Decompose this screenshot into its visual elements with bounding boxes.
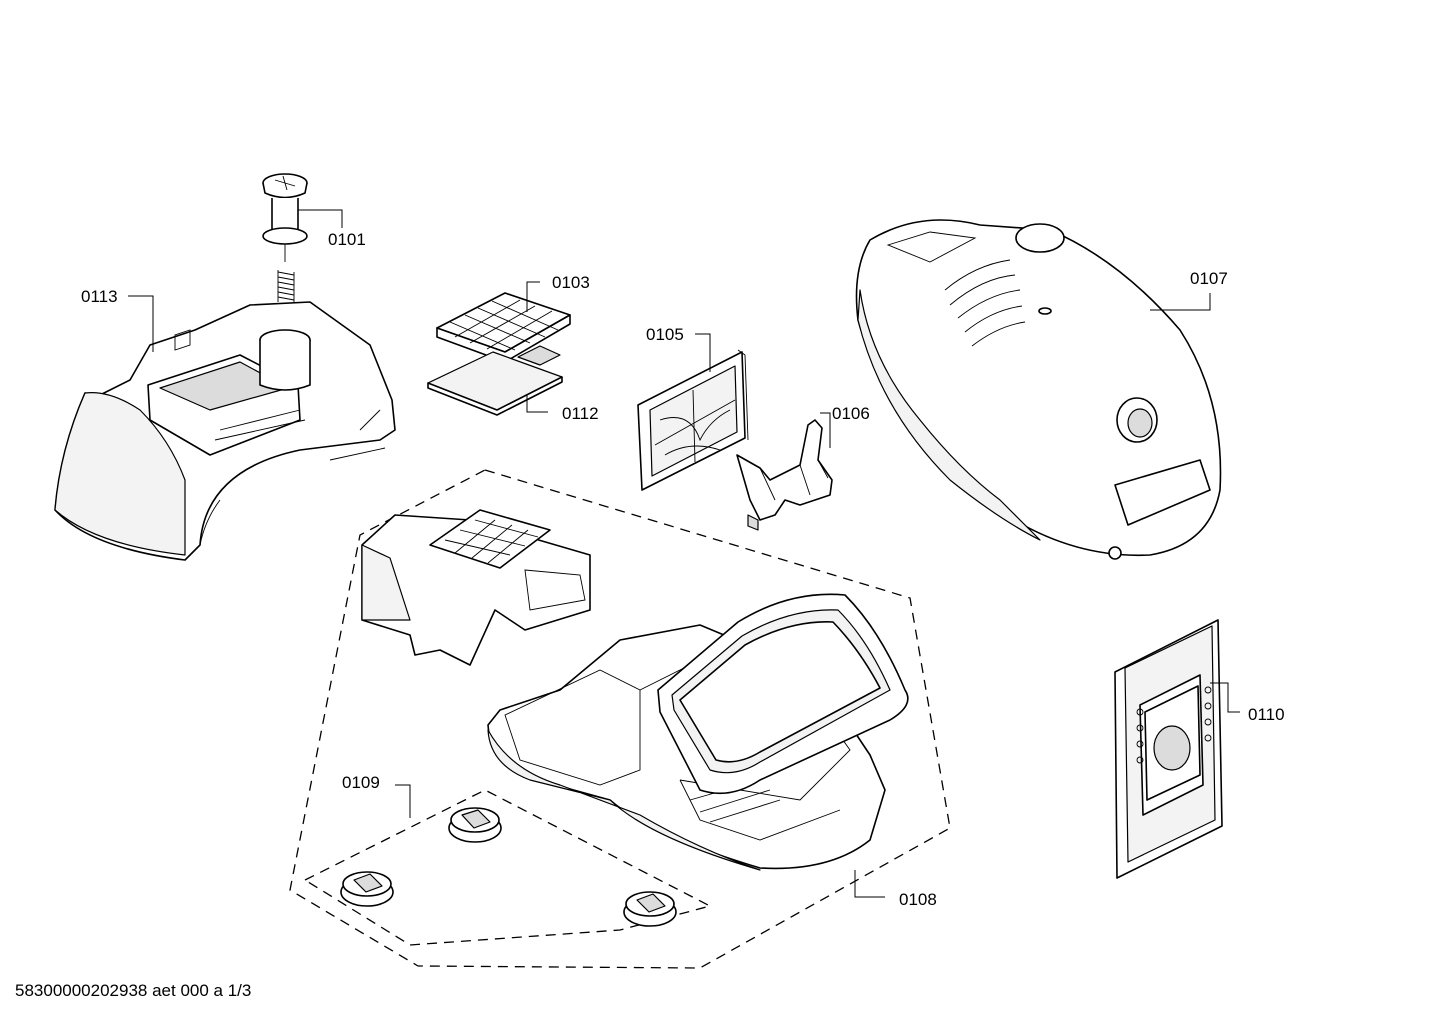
part-0113-front-housing (54, 301, 396, 561)
label-0108: 0108 (899, 890, 937, 909)
assembly-0108-outline (289, 469, 951, 969)
label-0101: 0101 (328, 230, 366, 249)
label-0106: 0106 (832, 404, 870, 423)
label-0103: 0103 (552, 273, 590, 292)
part-0109-foot-a (448, 807, 502, 843)
part-0109-foot-b (340, 871, 394, 907)
leader-lines (128, 209, 1240, 898)
label-0107: 0107 (1190, 269, 1228, 288)
part-0107-top-cover (855, 219, 1222, 560)
document-footer-id: 58300000202938 aet 000 a 1/3 (15, 981, 252, 1000)
part-0105-grille (637, 349, 749, 491)
label-0109: 0109 (342, 773, 380, 792)
part-0101-knob (262, 173, 308, 262)
label-0112: 0112 (562, 404, 599, 423)
part-labels: 0101 0113 0103 0112 0105 0106 0107 0110 … (81, 230, 1285, 909)
assembly-gasket (657, 593, 909, 795)
label-0105: 0105 (646, 325, 684, 344)
label-0110: 0110 (1248, 705, 1285, 724)
part-0109-foot-c (623, 891, 677, 927)
part-0106-clip (736, 419, 833, 531)
part-0112-filter-mat (427, 351, 563, 416)
part-0103-filter (436, 292, 571, 366)
part-0101-spring (277, 270, 295, 303)
label-0113: 0113 (81, 287, 118, 306)
assembly-filter-housing (361, 509, 591, 666)
part-0110-dust-bag (1114, 619, 1223, 879)
